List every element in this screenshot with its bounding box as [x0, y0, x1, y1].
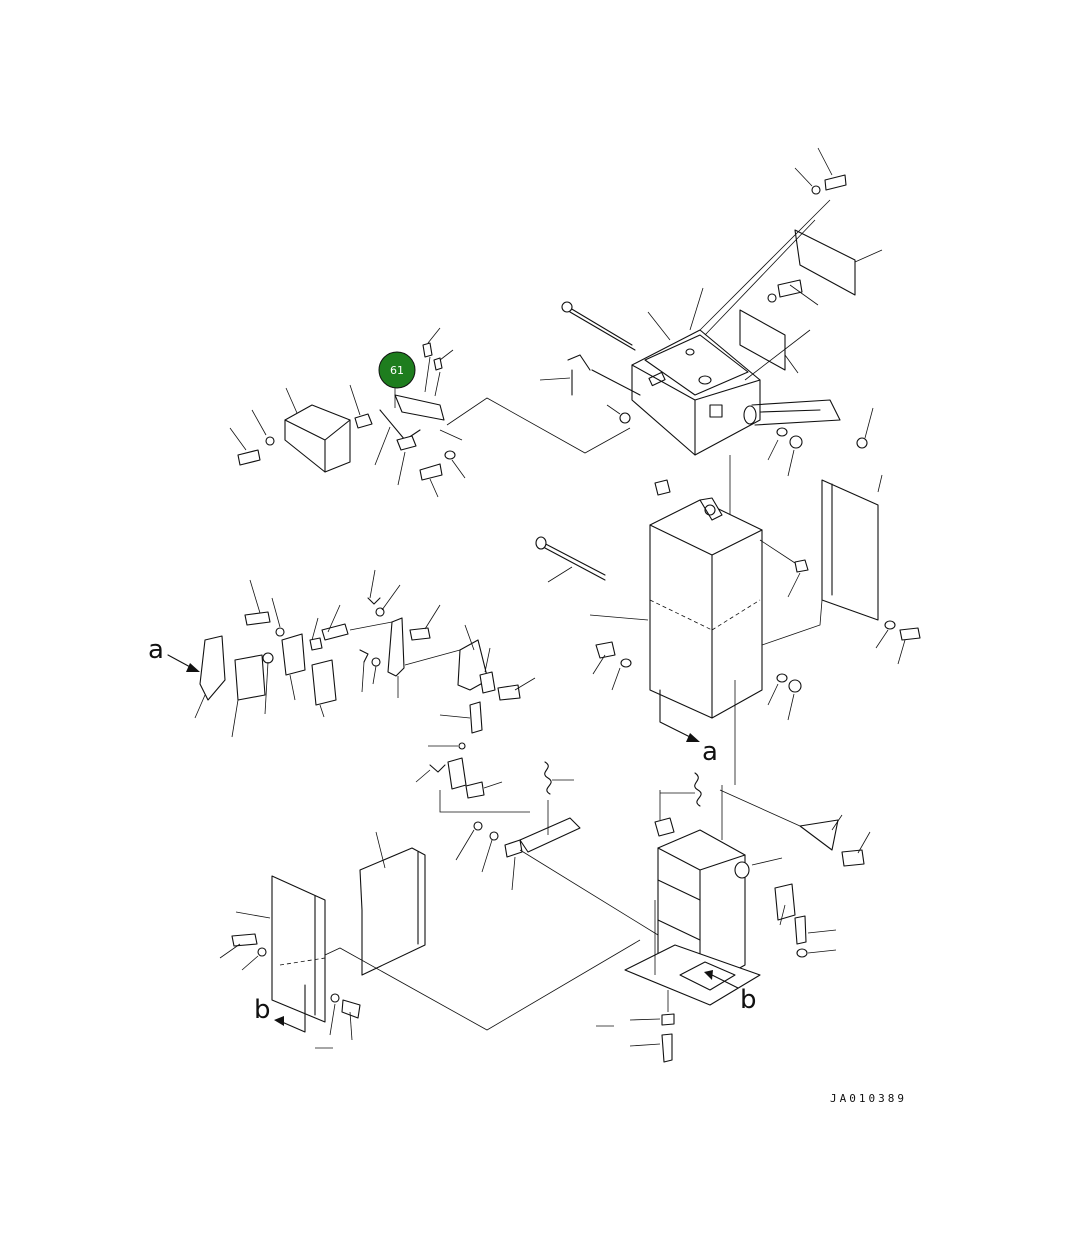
view-arrow-b-right: b: [704, 970, 757, 1015]
side-cover-plate: [761, 474, 921, 665]
spring-and-pin-parts: [415, 701, 702, 936]
view-arrow-b-left: b: [254, 984, 306, 1033]
view-label-a-left: a: [148, 635, 164, 665]
linkage-parts-group: [194, 569, 536, 738]
view-arrow-a-right: a: [659, 689, 718, 767]
drawing-code: JA010389: [830, 1092, 907, 1105]
column-head-assembly: [561, 301, 841, 456]
view-label-b: b: [740, 985, 757, 1015]
view-arrow-a-left: a: [148, 635, 200, 672]
lower-cover-plates: [219, 831, 641, 1049]
callout-61[interactable]: 61: [378, 351, 416, 389]
pedal-box-base: [596, 785, 871, 1063]
view-label-b-left: b: [254, 995, 271, 1025]
view-label-a: a: [702, 737, 718, 767]
callout-61-label: 61: [390, 364, 404, 377]
column-box: [535, 455, 809, 785]
switch-bracket-assembly: [229, 327, 631, 498]
upper-bolts-and-plates: [539, 147, 883, 477]
